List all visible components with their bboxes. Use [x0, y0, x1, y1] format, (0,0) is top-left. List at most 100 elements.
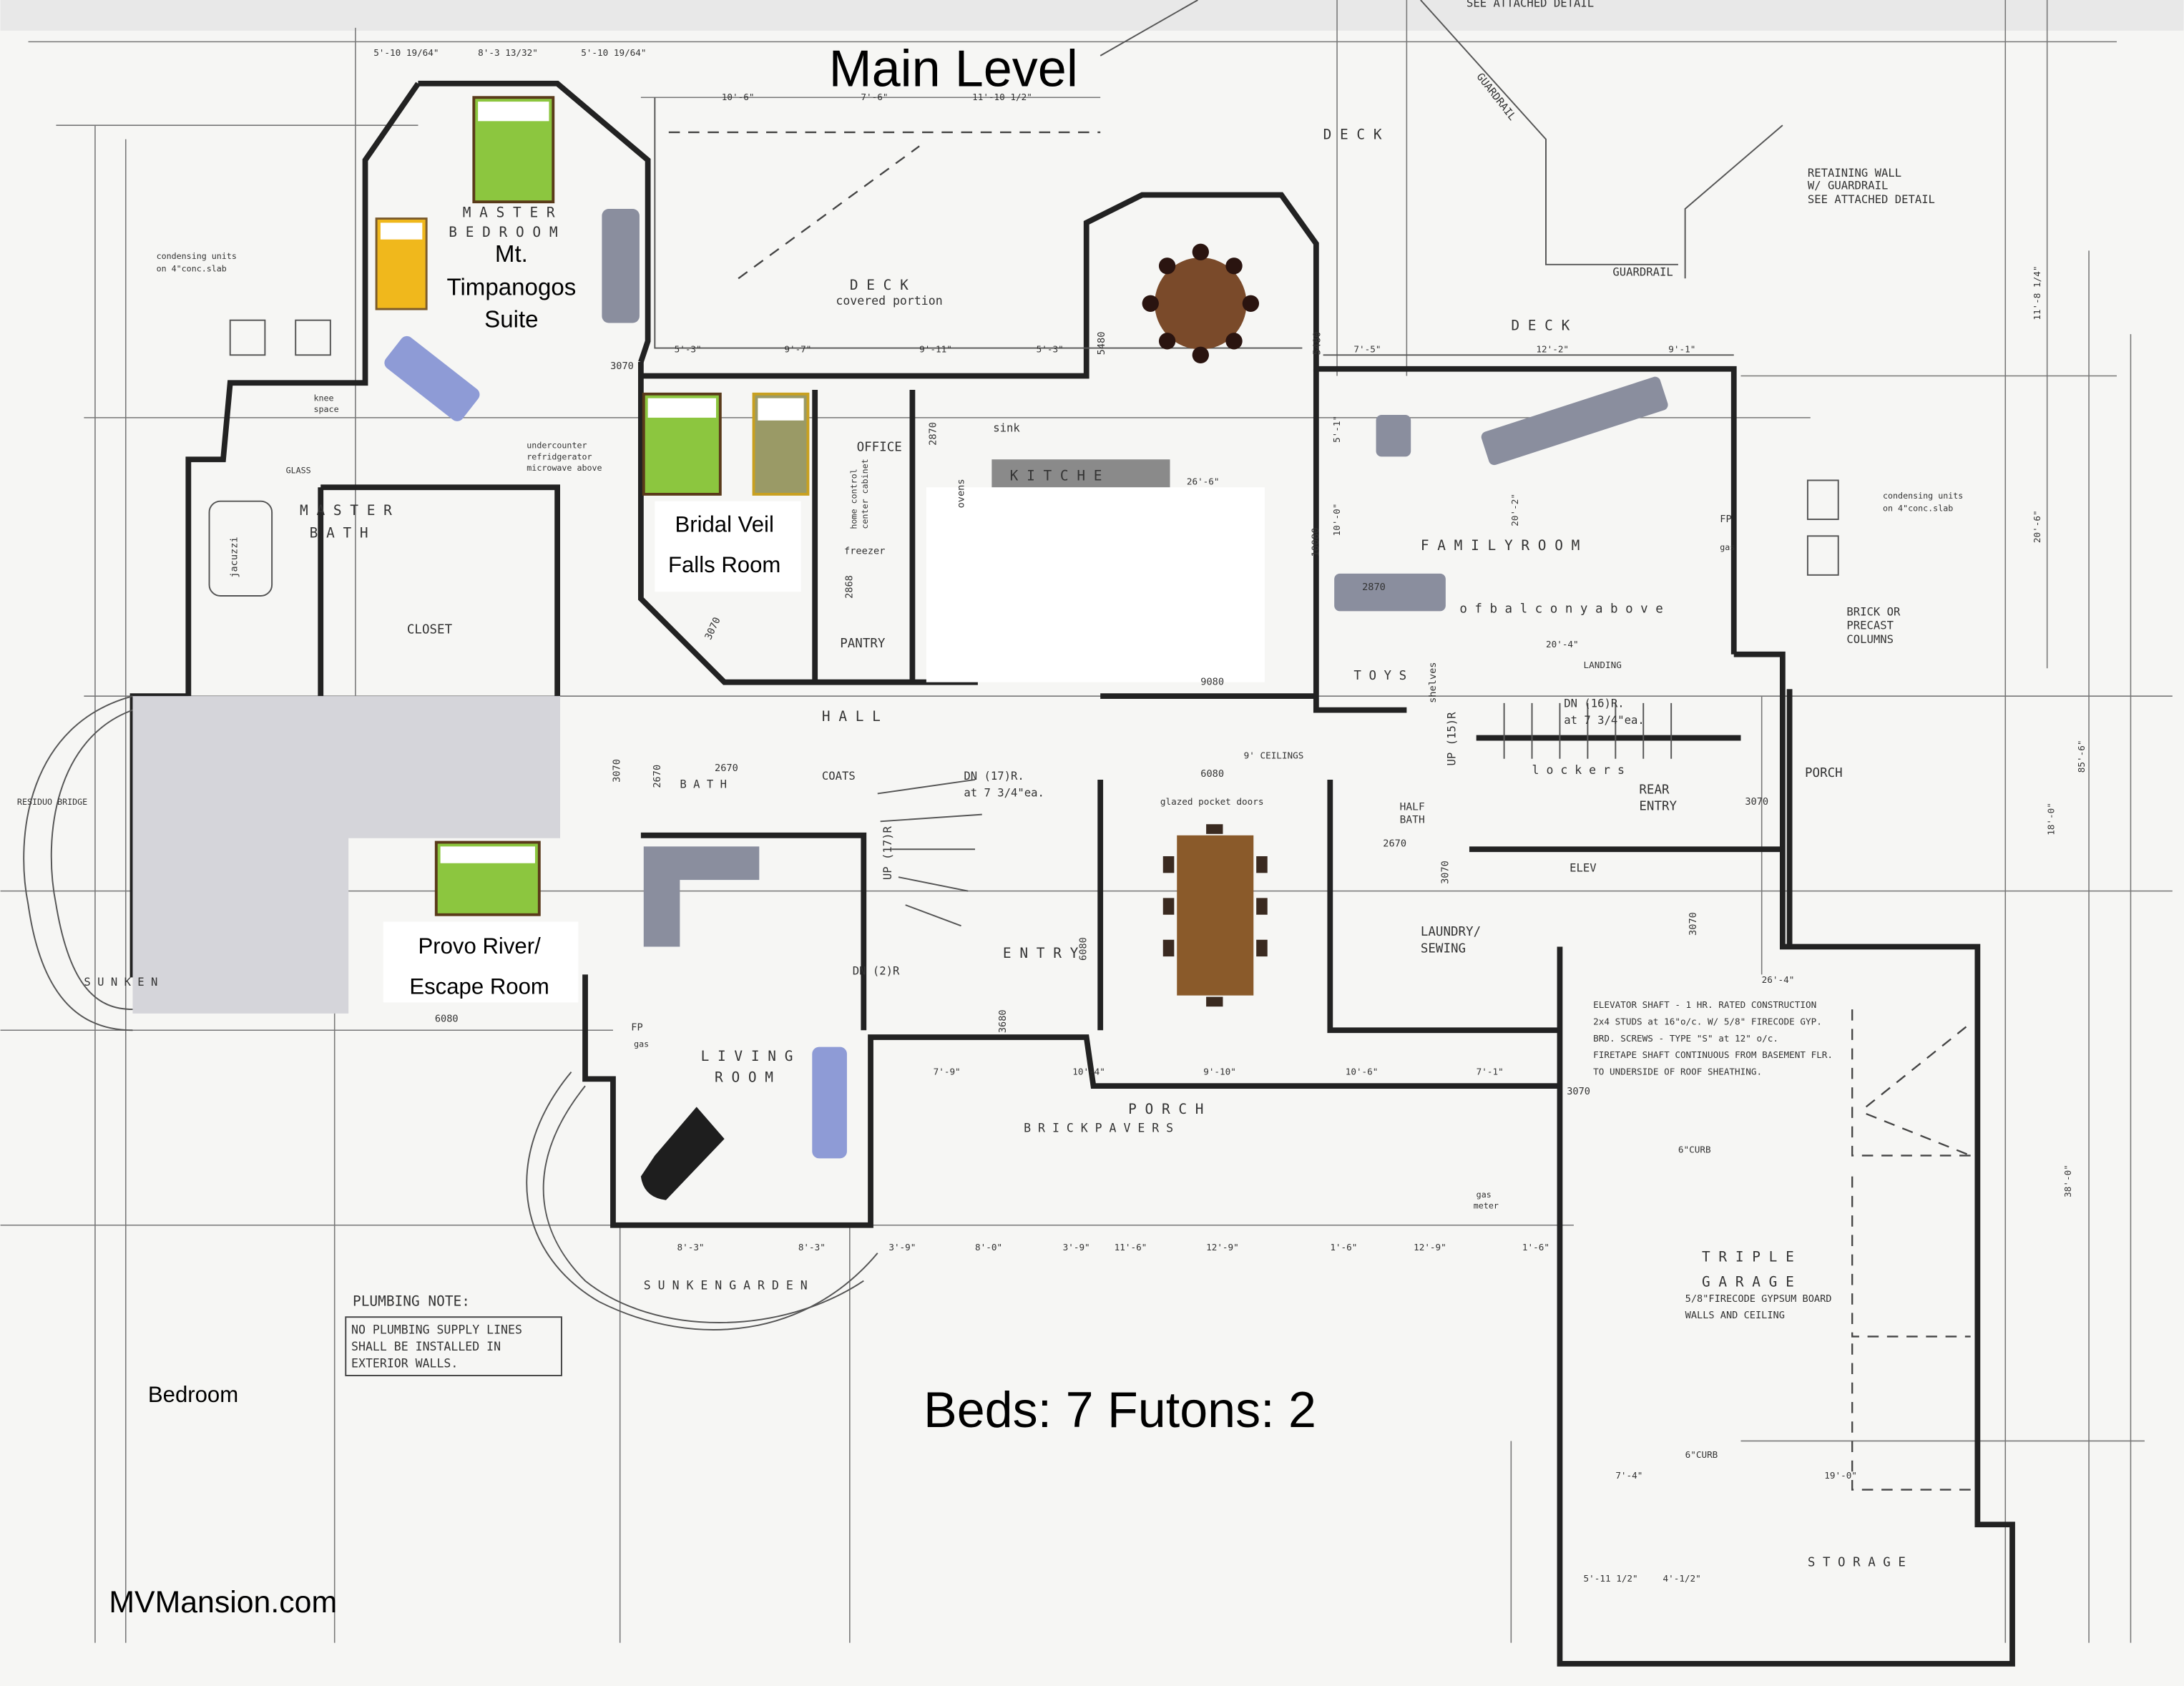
dim-text: 20'-6" — [2032, 510, 2042, 543]
dimension-lines — [0, 0, 2173, 1643]
condensing-left: condensing units — [157, 251, 237, 261]
room-living-2: R O O M — [715, 1069, 773, 1085]
fireplace-living: FP — [631, 1021, 642, 1033]
room-porch-front: P O R C H — [1128, 1101, 1203, 1117]
room-laundry: LAUNDRY/ — [1421, 925, 1481, 939]
brick-columns-note: COLUMNS — [1846, 633, 1894, 646]
room-bath: B A T H — [680, 778, 727, 791]
bridge-label: RESIDUO BRIDGE — [17, 797, 87, 807]
condenser-unit — [1806, 479, 1839, 520]
dim-text: 26'-6" — [1187, 476, 1220, 486]
room-deck-right: D E C K — [1511, 317, 1570, 333]
label-timpanogos-3: Suite — [484, 306, 538, 333]
garage-note-2: WALLS AND CEILING — [1685, 1310, 1785, 1321]
stairs-rear-dn-2: at 7 3/4"ea. — [1564, 714, 1644, 727]
dim-text: 7'-1" — [1477, 1067, 1504, 1077]
room-deck-covered-2: covered portion — [836, 294, 942, 308]
walls — [129, 80, 2015, 1667]
sectional-sofa — [1481, 376, 1668, 466]
freezer-label: freezer — [844, 546, 885, 557]
fireplace-living-gas: gas — [634, 1039, 649, 1049]
ovens-label: ovens — [955, 479, 966, 508]
dim-text: 11'-8 1/4" — [2032, 266, 2042, 320]
dim-text: 19'-0" — [1824, 1470, 1857, 1481]
condensing-left-2: on 4"conc.slab — [157, 264, 227, 274]
room-closet: CLOSET — [407, 623, 453, 637]
dim-text: 12'-2" — [1536, 343, 1569, 354]
dim-text: 1'-6" — [1522, 1242, 1549, 1253]
bridal-label-bg — [655, 501, 801, 592]
dim-text: 8'-3 13/32" — [478, 47, 538, 58]
deck-outline — [654, 0, 1783, 356]
room-rear-entry: REAR — [1639, 783, 1670, 797]
room-porch-rear: PORCH — [1805, 766, 1843, 780]
dim-text: 85'-6" — [2076, 740, 2087, 773]
label-provo-river-1: Provo River/ — [418, 933, 541, 959]
room-pantry: PANTRY — [840, 637, 886, 651]
dim-text: 11'-6" — [1115, 1242, 1147, 1253]
label-timpanogos-1: Mt. — [495, 241, 528, 268]
page-title: Main Level — [829, 41, 1078, 98]
condenser-unit — [229, 319, 266, 356]
door-code: 2670 — [652, 765, 663, 788]
dim-text: 18'-0" — [2045, 803, 2056, 835]
home-control-note: center cabinet — [860, 459, 870, 529]
brick-columns-note: BRICK OR — [1846, 605, 1901, 618]
garage-doors — [1851, 1009, 1972, 1491]
plumbing-note-title: PLUMBING NOTE: — [353, 1293, 470, 1310]
curb-label: 6"CURB — [1678, 1145, 1711, 1155]
dim-text: 7'-4" — [1615, 1470, 1642, 1481]
stairs-main-dn: DN (17)R. — [964, 770, 1024, 783]
door-code: 6080 — [1200, 768, 1224, 780]
door-code: 2670 — [715, 763, 738, 774]
stairs-main-up: UP (17)R — [881, 825, 894, 880]
kitchen-whiteout — [926, 487, 1265, 682]
dim-text-family-wall-2: 5'-1" — [1331, 416, 1342, 443]
dim-text: 5'-10 19/64" — [373, 47, 439, 58]
room-laundry-2: SEWING — [1421, 941, 1466, 956]
dim-text: 12'-9" — [1206, 1242, 1239, 1253]
door-code: 2670 — [1383, 838, 1406, 849]
dim-text: 7'-5" — [1353, 343, 1381, 354]
retaining-wall-note: W/ GUARDRAIL — [1808, 180, 1888, 192]
undercounter-note: microwave above — [527, 463, 602, 473]
room-storage: S T O R A G E — [1808, 1556, 1906, 1570]
dim-text: 38'-0" — [2062, 1165, 2073, 1197]
brick-pavers: B R I C K P A V E R S — [1024, 1121, 1173, 1134]
stairs-rear-up: UP (15)R — [1445, 712, 1458, 766]
retaining-wall-note: SEE ATTACHED DETAIL — [1808, 193, 1935, 206]
elevator-note-line: ELEVATOR SHAFT - 1 HR. RATED CONSTRUCTIO… — [1593, 999, 1816, 1010]
dim-text: 8'-0" — [975, 1242, 1002, 1253]
dim-text: 7'-6" — [861, 92, 888, 102]
dim-text: 20'-2" — [1509, 494, 1520, 526]
plumbing-note-line: SHALL BE INSTALLED IN — [351, 1340, 501, 1353]
condenser-unit — [1806, 535, 1839, 576]
dim-text: 8'-3" — [798, 1242, 826, 1253]
sofa-master-bath — [384, 335, 480, 421]
room-kitchen: K I T C H E — [1010, 467, 1102, 484]
dim-text: 5'-3" — [1037, 343, 1064, 354]
plumbing-note-line: EXTERIOR WALLS. — [351, 1356, 458, 1370]
room-office: OFFICE — [857, 441, 902, 455]
dim-text: 3'-9" — [1063, 1242, 1090, 1253]
bed-pillows — [478, 102, 549, 122]
dim-text: 7'-9" — [934, 1067, 961, 1077]
jacuzzi-tub — [208, 500, 273, 597]
dim-text: 8'-3" — [677, 1242, 704, 1253]
beds-futons-summary: Beds: 7 Futons: 2 — [924, 1382, 1316, 1438]
landing-label: LANDING — [1584, 660, 1622, 670]
condenser-unit — [295, 319, 331, 356]
ceilings-label: 9' CEILINGS — [1244, 750, 1304, 761]
room-master-bedroom-2: B E D R O O M — [449, 224, 557, 240]
dim-text: 5'-10 19/64" — [581, 47, 646, 58]
dim-text: 1'-6" — [1330, 1242, 1357, 1253]
plumbing-note-box — [345, 1316, 562, 1376]
dim-text: 5'-11 1/2" — [1584, 1573, 1638, 1584]
elevator-note-line: BRD. SCREWS - TYPE "S" at 12" o/c. — [1593, 1033, 1778, 1044]
fireplace-family-gas: gas — [1720, 542, 1735, 552]
paper-shadow — [0, 0, 2184, 31]
elevator-label: ELEV — [1570, 861, 1596, 874]
grand-piano — [640, 1107, 725, 1200]
guardrail-label-2: GUARDRAIL — [1612, 265, 1673, 278]
sunken-garden: S U N K E N G A R D E N — [644, 1278, 808, 1292]
